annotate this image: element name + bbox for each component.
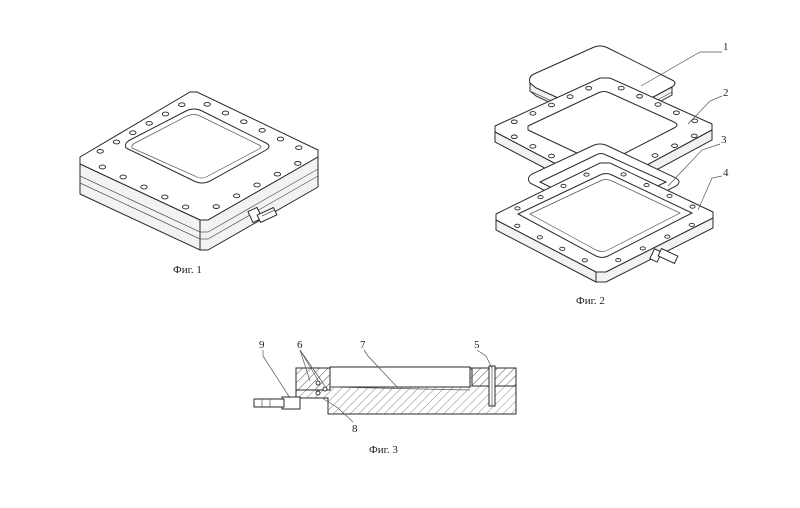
figure-1-assembly: Фиг. 1 xyxy=(79,91,319,276)
fig1-caption: Фиг. 1 xyxy=(173,264,202,276)
bolt-hole xyxy=(145,120,153,126)
bolt-hole xyxy=(510,119,518,125)
bolt-hole xyxy=(664,234,671,239)
fig3-clamp-left xyxy=(295,367,331,391)
bolt-hole xyxy=(651,153,659,158)
bolt-hole xyxy=(96,148,104,154)
bolt-hole xyxy=(636,94,644,99)
fig2-caption: Фиг. 2 xyxy=(576,295,605,307)
bolt-hole xyxy=(615,258,622,263)
bolt-hole xyxy=(559,246,566,251)
bolt-hole xyxy=(161,111,170,117)
bolt-hole xyxy=(536,235,543,240)
fig3-seal-a xyxy=(315,380,321,386)
bolt-hole xyxy=(221,110,230,116)
bolt-hole xyxy=(203,101,211,107)
bolt-hole xyxy=(581,258,588,263)
fig2-callout-3: 3 xyxy=(721,134,727,146)
bolt-hole xyxy=(258,127,266,133)
bolt-hole xyxy=(181,204,190,210)
bolt-hole xyxy=(671,143,679,148)
bolt-hole xyxy=(140,184,148,190)
bolt-hole xyxy=(273,171,282,177)
fig2-callout-4: 4 xyxy=(723,167,729,179)
fig3-membrane-chamber xyxy=(329,366,471,388)
bolt-hole xyxy=(548,153,555,159)
fig3-callout-8: 8 xyxy=(352,423,358,435)
bolt-hole xyxy=(583,172,590,177)
bolt-hole xyxy=(212,204,220,209)
bolt-hole xyxy=(514,223,521,228)
figure-2-exploded-view: 1 2 3 4 Фиг. 2 xyxy=(494,41,729,307)
bolt-hole xyxy=(585,85,593,91)
bolt-hole xyxy=(253,182,261,188)
bolt-hole xyxy=(537,195,544,200)
fig3-caption: Фиг. 3 xyxy=(369,444,398,456)
bolt-hole xyxy=(529,144,537,149)
fig3-hose-fitting xyxy=(253,396,301,410)
bolt-hole xyxy=(690,133,698,139)
bolt-hole xyxy=(129,130,137,136)
bolt-hole xyxy=(643,183,650,188)
bolt-hole xyxy=(666,193,673,198)
bolt-hole xyxy=(119,174,127,180)
fig3-seal-c xyxy=(322,386,328,392)
bolt-hole xyxy=(276,136,285,142)
bolt-hole xyxy=(689,204,696,209)
bolt-hole xyxy=(294,161,302,166)
fig1-membrane-window xyxy=(125,108,270,184)
figure-3-cross-section: 9 6 7 5 8 Фиг. 3 xyxy=(253,339,517,456)
bolt-hole xyxy=(672,110,680,115)
bolt-hole xyxy=(548,102,555,108)
bolt-hole xyxy=(112,139,121,145)
fig2-callout-1: 1 xyxy=(723,41,729,53)
bolt-hole xyxy=(514,206,521,211)
bolt-hole xyxy=(510,134,518,140)
bolt-hole xyxy=(560,183,567,188)
fig1-hose-fitting xyxy=(247,206,278,224)
bolt-hole xyxy=(566,94,574,99)
bolt-hole xyxy=(529,111,537,116)
bolt-hole xyxy=(295,145,303,151)
bolt-hole xyxy=(639,246,646,251)
fig3-seal-b xyxy=(315,390,321,396)
bolt-hole xyxy=(617,85,625,91)
fig3-callout-5: 5 xyxy=(474,339,480,351)
bolt-hole xyxy=(654,102,662,107)
fig3-callout-6: 6 xyxy=(297,339,303,351)
bolt-hole xyxy=(240,119,248,125)
bolt-hole xyxy=(161,194,169,200)
fig1-bolt-holes xyxy=(96,101,303,210)
fig3-callout-9: 9 xyxy=(259,339,265,351)
bolt-hole xyxy=(232,193,241,199)
bolt-hole xyxy=(688,222,695,227)
fig3-callout-7: 7 xyxy=(360,339,366,351)
fig2-hose-fitting xyxy=(649,247,679,265)
bolt-hole xyxy=(620,172,627,177)
bolt-hole xyxy=(691,118,699,124)
fig2-base-bolt-holes xyxy=(514,172,696,263)
bolt-hole xyxy=(178,102,186,108)
bolt-hole xyxy=(98,164,107,170)
fig2-callout-2: 2 xyxy=(723,87,729,99)
fig2-part-4-base xyxy=(495,162,714,283)
